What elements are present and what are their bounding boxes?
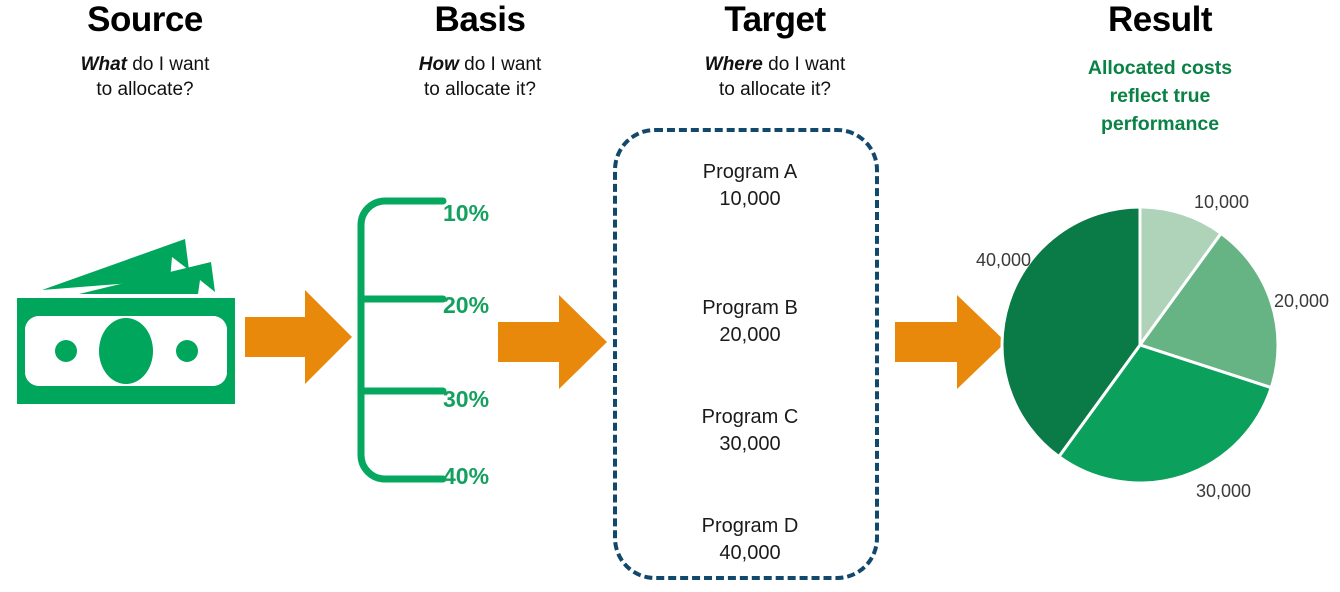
column-subtitle-source: What do I want to allocate?	[0, 52, 290, 103]
basis-percent-40: 40%	[443, 463, 490, 489]
money-bills-icon	[17, 239, 235, 404]
result-subtitle-line1: Allocated costs	[1087, 56, 1233, 79]
source-subtitle-emphasis: What	[80, 53, 128, 75]
basis-subtitle-rest: do I want	[458, 53, 542, 75]
target-subtitle-line2: to allocate it?	[719, 79, 831, 101]
page-title-target: Target	[724, 0, 826, 39]
result-subtitle-line2: reflect true	[1109, 85, 1211, 108]
basis-percent-20: 20%	[443, 292, 490, 318]
column-header-source: Source What do I want to allocate?	[0, 0, 290, 103]
pie-label-10000: 10,000	[1194, 192, 1250, 212]
right-arrow-icon-3	[895, 295, 1006, 389]
pie-slice-30,000	[1056, 343, 1274, 485]
page-title-basis: Basis	[434, 0, 526, 39]
source-subtitle-rest: do I want	[127, 53, 210, 75]
source-subtitle-line2: to allocate?	[96, 79, 194, 101]
target-programs-box: Program A 10,000 Program B 20,000 Progra…	[613, 128, 879, 580]
bracket-icon	[357, 197, 447, 483]
program-a-amount: 10,000	[719, 188, 781, 211]
page-title-result: Result	[1108, 0, 1212, 39]
column-subtitle-result: Allocated costs reflect true performance	[1000, 54, 1320, 139]
pie-slice-40,000	[1000, 205, 1142, 459]
basis-subtitle-emphasis: How	[418, 53, 459, 75]
result-subtitle-line3: performance	[1100, 113, 1220, 136]
program-b-amount: 20,000	[719, 324, 781, 347]
program-c-name: Program C	[701, 406, 799, 428]
target-subtitle-emphasis: Where	[704, 53, 763, 75]
program-item-a: Program A 10,000	[617, 159, 883, 213]
basis-percent-10: 10%	[443, 200, 490, 226]
target-subtitle-rest: do I want	[762, 53, 846, 75]
program-item-d: Program D 40,000	[617, 513, 883, 567]
pie-chart-icon	[1000, 205, 1280, 485]
column-subtitle-basis: How do I want to allocate it?	[330, 52, 630, 103]
pie-label-30000: 30,000	[1196, 481, 1252, 501]
program-a-name: Program A	[702, 161, 798, 183]
program-d-name: Program D	[701, 515, 799, 537]
program-b-name: Program B	[702, 297, 798, 319]
pie-slice-20,000	[1137, 231, 1280, 390]
program-d-amount: 40,000	[719, 542, 781, 565]
column-header-target: Target Where do I want to allocate it?	[610, 0, 940, 103]
program-c-amount: 30,000	[719, 433, 781, 456]
column-header-basis: Basis How do I want to allocate it?	[330, 0, 630, 103]
column-header-result: Result Allocated costs reflect true perf…	[1000, 0, 1320, 139]
pie-slice-10,000	[1138, 205, 1224, 350]
page-title-source: Source	[87, 0, 203, 39]
right-arrow-icon-2	[498, 295, 607, 389]
pie-label-20000: 20,000	[1274, 291, 1330, 311]
column-subtitle-target: Where do I want to allocate it?	[610, 52, 940, 103]
basis-subtitle-line2: to allocate it?	[424, 79, 536, 101]
program-item-b: Program B 20,000	[617, 295, 883, 349]
pie-label-40000: 40,000	[976, 250, 1032, 270]
basis-percent-30: 30%	[443, 386, 490, 412]
program-item-c: Program C 30,000	[617, 404, 883, 458]
right-arrow-icon-1	[245, 290, 352, 384]
